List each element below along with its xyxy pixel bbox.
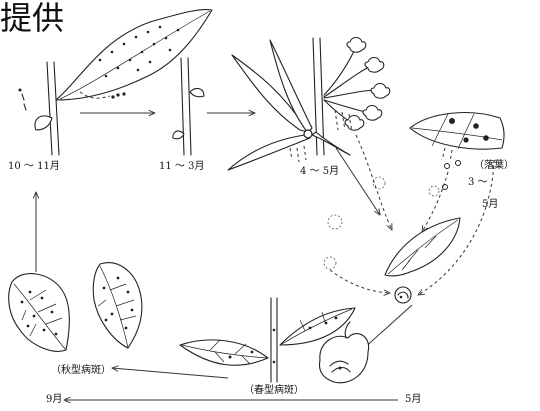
flower-blossoms: [345, 38, 390, 131]
label-spring-lesion: （春型病斑）: [244, 386, 304, 396]
infected-fruitlet: [395, 287, 411, 303]
fallen-leaf: [410, 113, 504, 190]
young-leaf: [385, 218, 460, 276]
branch-nov-mar: [173, 58, 204, 155]
branch-apr-may: [228, 38, 390, 171]
label-autumn-lesion: （秋型病斑）: [51, 366, 111, 376]
label-oct-nov: 10 ～ 11月: [8, 162, 60, 172]
label-sep: 9月: [46, 395, 62, 405]
label-nov-mar: 11 ～ 3月: [159, 162, 204, 172]
label-may-right: 5月: [482, 200, 498, 210]
label-fallen-leaf: （落葉）: [474, 161, 514, 171]
label-mar: 3 ～: [468, 178, 488, 188]
label-may-bottom: 5月: [405, 395, 421, 405]
label-apr-may: 4 ～ 5月: [300, 167, 339, 177]
autumn-lesion-leaves: [9, 263, 142, 352]
